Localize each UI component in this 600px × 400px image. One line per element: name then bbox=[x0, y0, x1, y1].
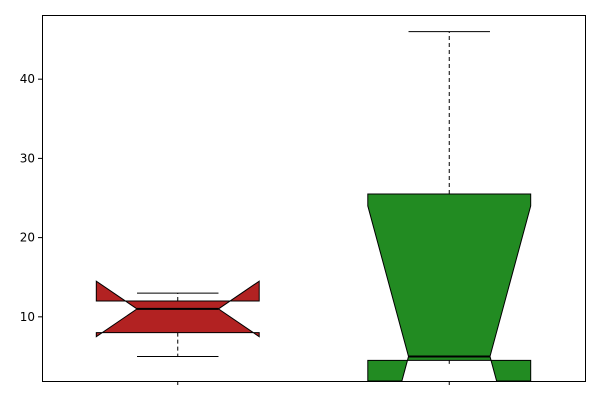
y-tick-label: 10 bbox=[20, 310, 35, 324]
notched-box bbox=[367, 193, 532, 382]
box-1 bbox=[95, 280, 260, 357]
y-tick-label: 30 bbox=[20, 151, 35, 165]
box-2 bbox=[367, 31, 532, 382]
plot-frame bbox=[42, 15, 586, 382]
y-tick-label: 20 bbox=[20, 231, 35, 245]
y-tick-label: 40 bbox=[20, 72, 35, 86]
